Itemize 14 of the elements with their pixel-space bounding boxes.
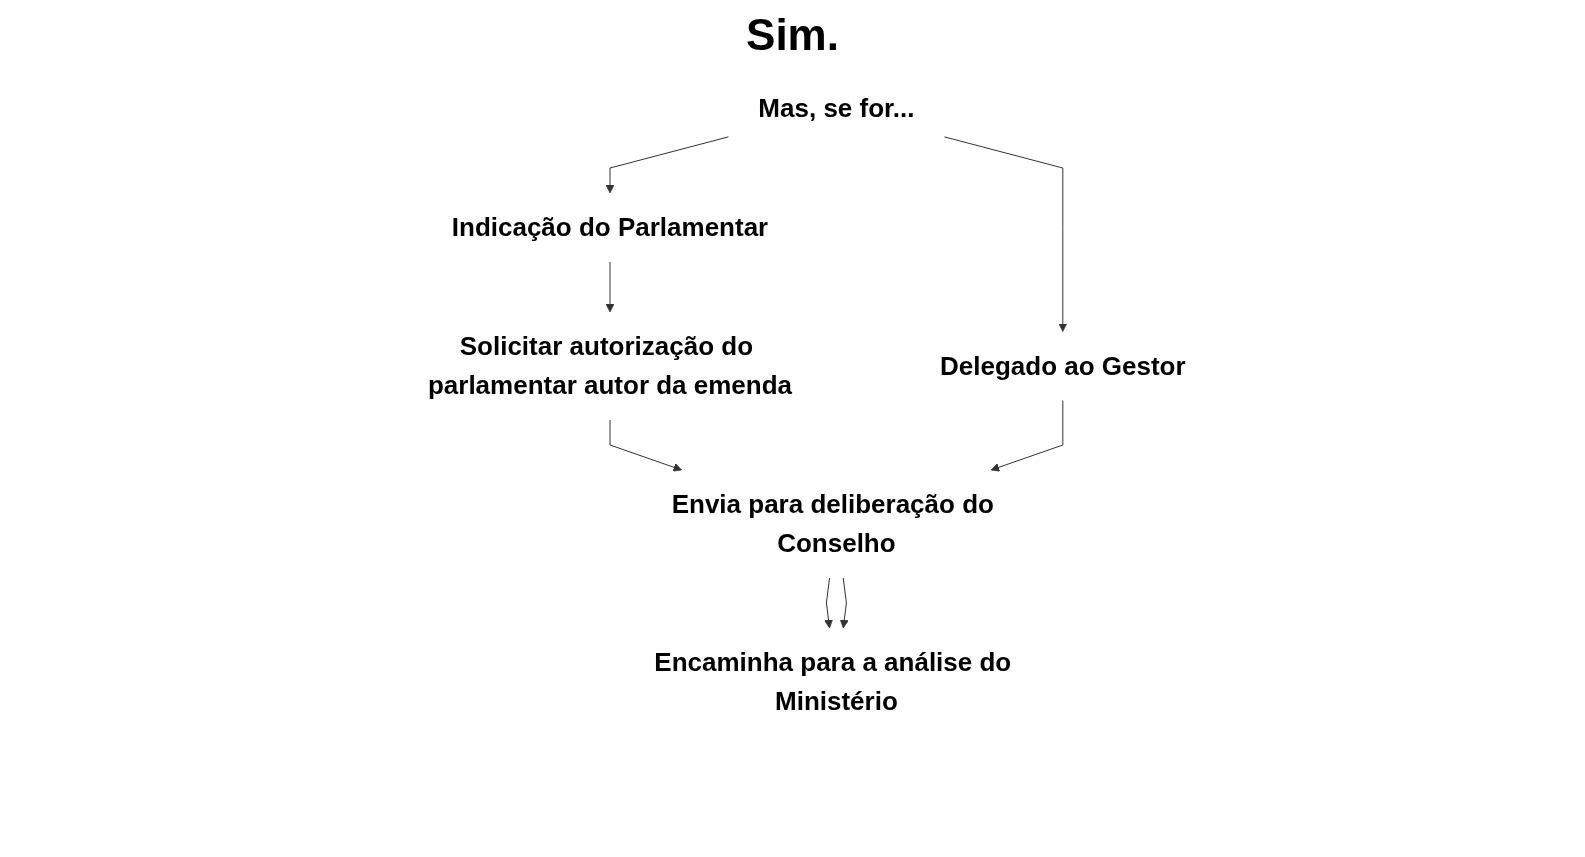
node-text: Delegado ao Gestor <box>939 350 1186 381</box>
arrow <box>823 577 833 629</box>
node-text: Encaminha para a análise do Ministério <box>654 647 1011 716</box>
arrow <box>943 136 1067 332</box>
diagram-title: Sim. <box>746 10 839 59</box>
arrow <box>990 400 1063 472</box>
arrow <box>605 136 729 194</box>
arrow <box>605 261 615 313</box>
node-text: Envia para deliberação do Conselho <box>671 489 994 558</box>
node-text: Mas, se for... <box>758 93 915 123</box>
node-text: Indicação do Parlamentar <box>451 212 768 242</box>
arrow <box>839 577 849 629</box>
node-text: Solicitar autorização do parlamentar autor da emenda <box>427 331 792 400</box>
arrow <box>609 419 682 472</box>
